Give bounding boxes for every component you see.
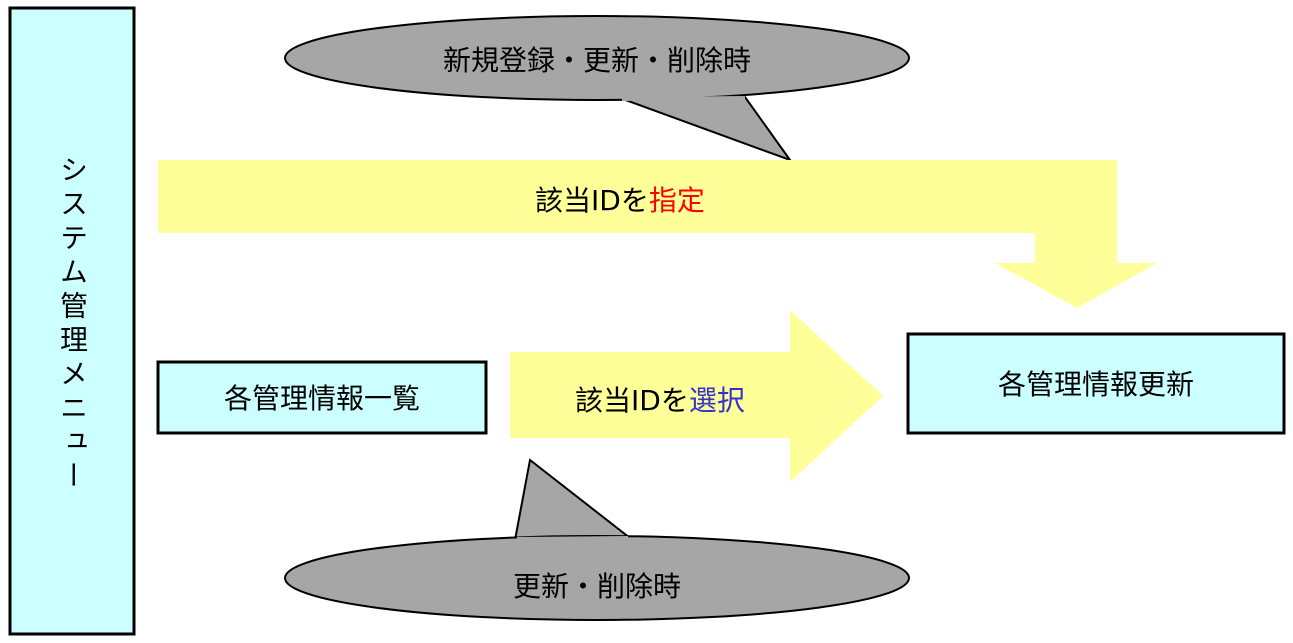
callout-top-label: 新規登録・更新・削除時 [443, 44, 751, 77]
arrow-select-label: 該当IDを選択 [575, 384, 745, 417]
callout-bottom: 更新・削除時 [284, 458, 910, 621]
box-update-label: 各管理情報更新 [998, 368, 1194, 401]
box-list: 各管理情報一覧 [156, 360, 488, 435]
system-menu-box [8, 6, 136, 636]
arrow-select: 該当IDを選択 [510, 310, 883, 482]
arrow-specify: 該当IDを指定 [158, 160, 1157, 308]
arrow-specify-label: 該当IDを指定 [535, 184, 705, 217]
system-menu-label: システム管理メニュー [56, 155, 89, 495]
callout-top: 新規登録・更新・削除時 [284, 15, 910, 163]
box-update: 各管理情報更新 [906, 332, 1286, 435]
box-list-label: 各管理情報一覧 [224, 382, 420, 415]
callout-bottom-label: 更新・削除時 [513, 570, 681, 603]
